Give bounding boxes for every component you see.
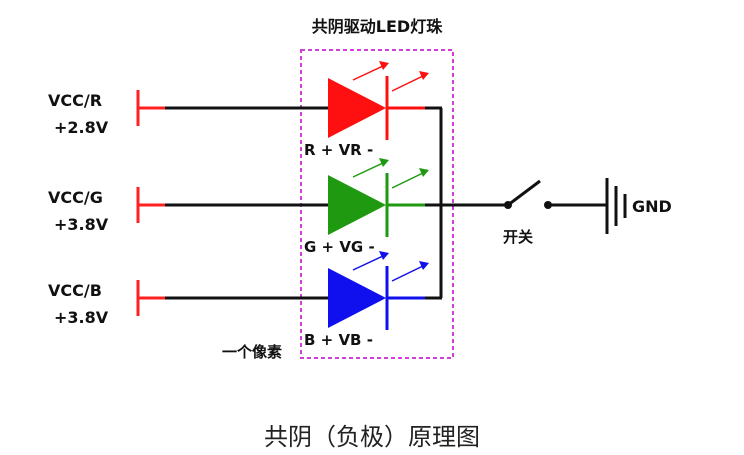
arrowhead-icon [419, 71, 429, 80]
light-emission-arrow-icon [352, 64, 386, 81]
gnd-label: GND [632, 197, 672, 216]
voltage-label: +3.8V [54, 308, 109, 327]
arrowhead-icon [379, 251, 389, 260]
switch-lever[interactable] [507, 179, 541, 207]
light-emission-arrow-icon [352, 254, 386, 271]
light-emission-arrow-icon [391, 264, 426, 282]
pin-label: B + VB - [304, 331, 373, 349]
vcc-label: VCC/G [48, 188, 103, 207]
light-emission-arrow-icon [352, 161, 386, 178]
light-emission-arrow-icon [391, 74, 426, 92]
arrowhead-icon [379, 158, 389, 167]
diode-triangle [328, 268, 386, 328]
arrowhead-icon [419, 261, 429, 270]
voltage-label: +2.8V [54, 118, 109, 137]
switch-label: 开关 [503, 228, 533, 246]
pin-label: G + VG - [304, 238, 375, 256]
led-channel-0: VCC/R +2.8V R + VR - [48, 61, 442, 159]
diode-triangle [328, 78, 386, 138]
arrowhead-icon [419, 168, 429, 177]
led-channel-2: VCC/B +3.8V B + VB - [48, 251, 442, 349]
voltage-label: +3.8V [54, 215, 109, 234]
caption: 共阴（负极）原理图 [264, 423, 480, 451]
pin-label: R + VR - [304, 141, 373, 159]
vcc-label: VCC/R [48, 91, 102, 110]
diode-triangle [328, 175, 386, 235]
vcc-label: VCC/B [48, 281, 102, 300]
light-emission-arrow-icon [391, 171, 426, 189]
arrowhead-icon [379, 61, 389, 70]
pixel-label: 一个像素 [222, 343, 282, 361]
diagram-title: 共阴驱动LED灯珠 [312, 17, 443, 36]
led-channel-1: VCC/G +3.8V G + VG - [48, 158, 442, 256]
